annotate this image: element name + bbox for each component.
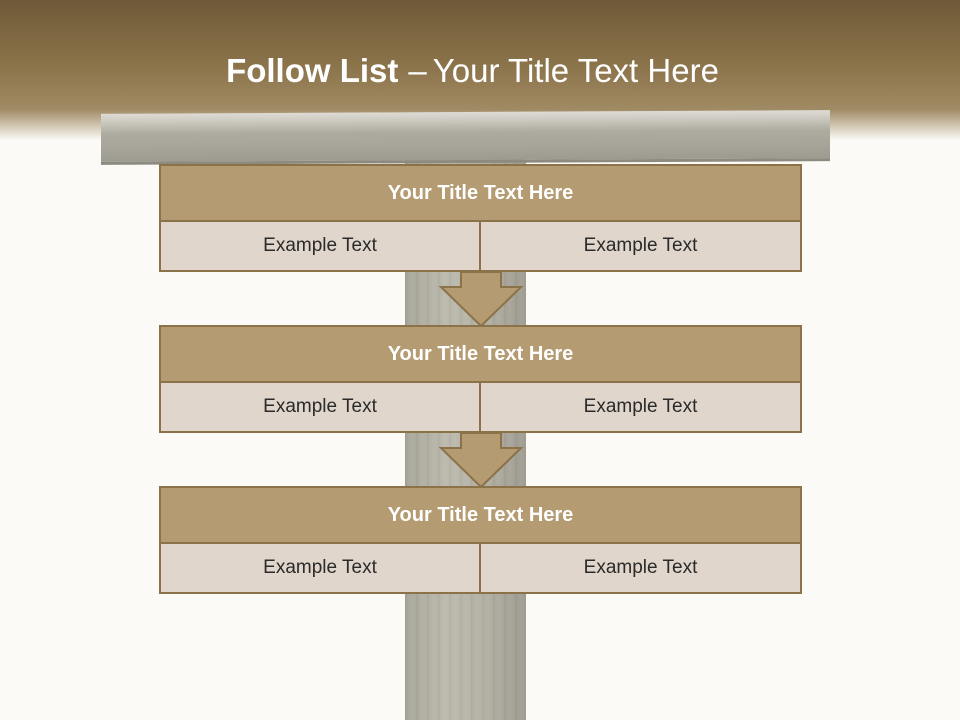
slide-title-separator: –: [408, 52, 427, 89]
slide-title-bold: Follow List: [226, 52, 399, 89]
slide-title: Follow List–Your Title Text Here: [0, 52, 945, 90]
down-arrow-icon: [438, 432, 524, 489]
block-title: Your Title Text Here: [159, 164, 802, 222]
list-block-1: Your Title Text Here Example Text Exampl…: [159, 164, 802, 272]
block-cell-right: Example Text: [479, 542, 802, 594]
block-title: Your Title Text Here: [159, 325, 802, 383]
block-cell-left: Example Text: [159, 220, 481, 272]
list-block-2: Your Title Text Here Example Text Exampl…: [159, 325, 802, 433]
list-block-3: Your Title Text Here Example Text Exampl…: [159, 486, 802, 594]
block-title: Your Title Text Here: [159, 486, 802, 544]
slide-title-rest: Your Title Text Here: [432, 52, 719, 89]
block-cell-left: Example Text: [159, 381, 481, 433]
block-cell-right: Example Text: [479, 381, 802, 433]
cross-beam-image: [101, 110, 830, 165]
block-cell-right: Example Text: [479, 220, 802, 272]
block-cell-left: Example Text: [159, 542, 481, 594]
down-arrow-icon: [438, 271, 524, 328]
